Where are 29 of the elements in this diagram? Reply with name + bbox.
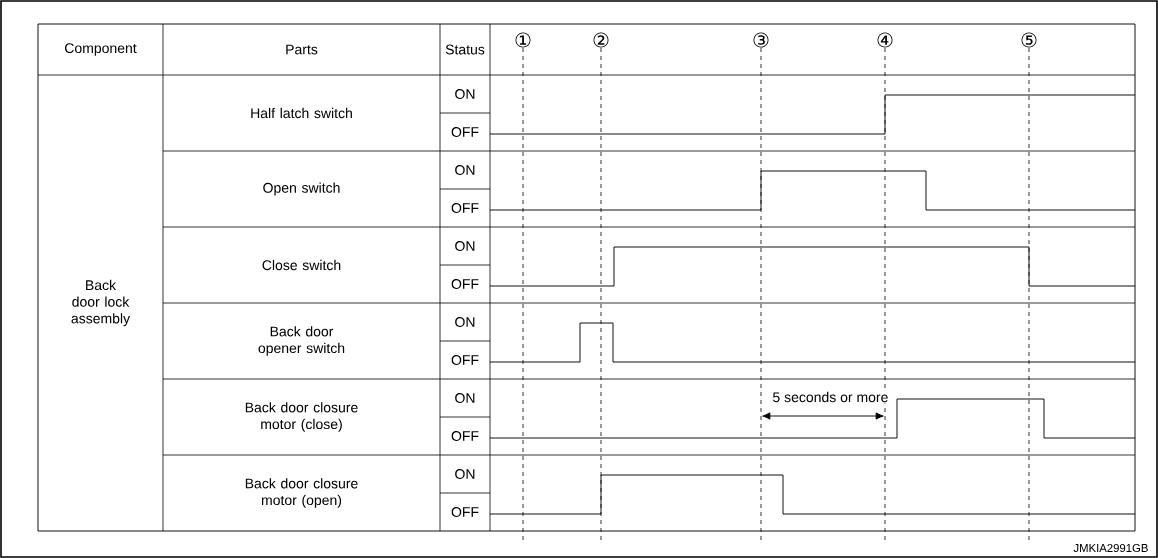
status-cell: OFF: [451, 507, 479, 517]
event-number: ③: [753, 32, 769, 48]
event-number: ①: [515, 32, 531, 48]
column-header: Parts: [286, 44, 318, 55]
part-cell: Half latch switch: [251, 107, 352, 119]
event-number: ④: [877, 32, 893, 48]
part-cell: Back door closure motor (close): [245, 402, 358, 432]
figure-code: JMKIA2991GB: [1073, 544, 1148, 552]
status-cell: OFF: [451, 279, 479, 289]
status-cell: OFF: [451, 355, 479, 365]
part-cell: Close switch: [262, 259, 341, 271]
status-cell: ON: [455, 317, 475, 327]
status-cell: OFF: [451, 203, 479, 213]
part-cell: Back door closure motor (open): [245, 478, 358, 508]
column-header: Status: [445, 44, 485, 55]
event-number: ⑤: [1021, 32, 1037, 48]
status-cell: ON: [455, 89, 475, 99]
event-number: ②: [593, 32, 609, 48]
status-cell: OFF: [451, 127, 479, 137]
status-cell: ON: [455, 469, 475, 479]
status-cell: ON: [455, 393, 475, 403]
part-cell: Open switch: [263, 182, 340, 196]
duration-label: 5 seconds or more: [771, 390, 890, 404]
status-cell: OFF: [451, 431, 479, 441]
status-cell: ON: [455, 241, 475, 251]
component-cell: Back door lock assembly: [71, 279, 130, 327]
part-cell: Back door opener switch: [258, 326, 345, 356]
status-cell: ON: [455, 165, 475, 175]
column-header: Component: [65, 43, 137, 56]
